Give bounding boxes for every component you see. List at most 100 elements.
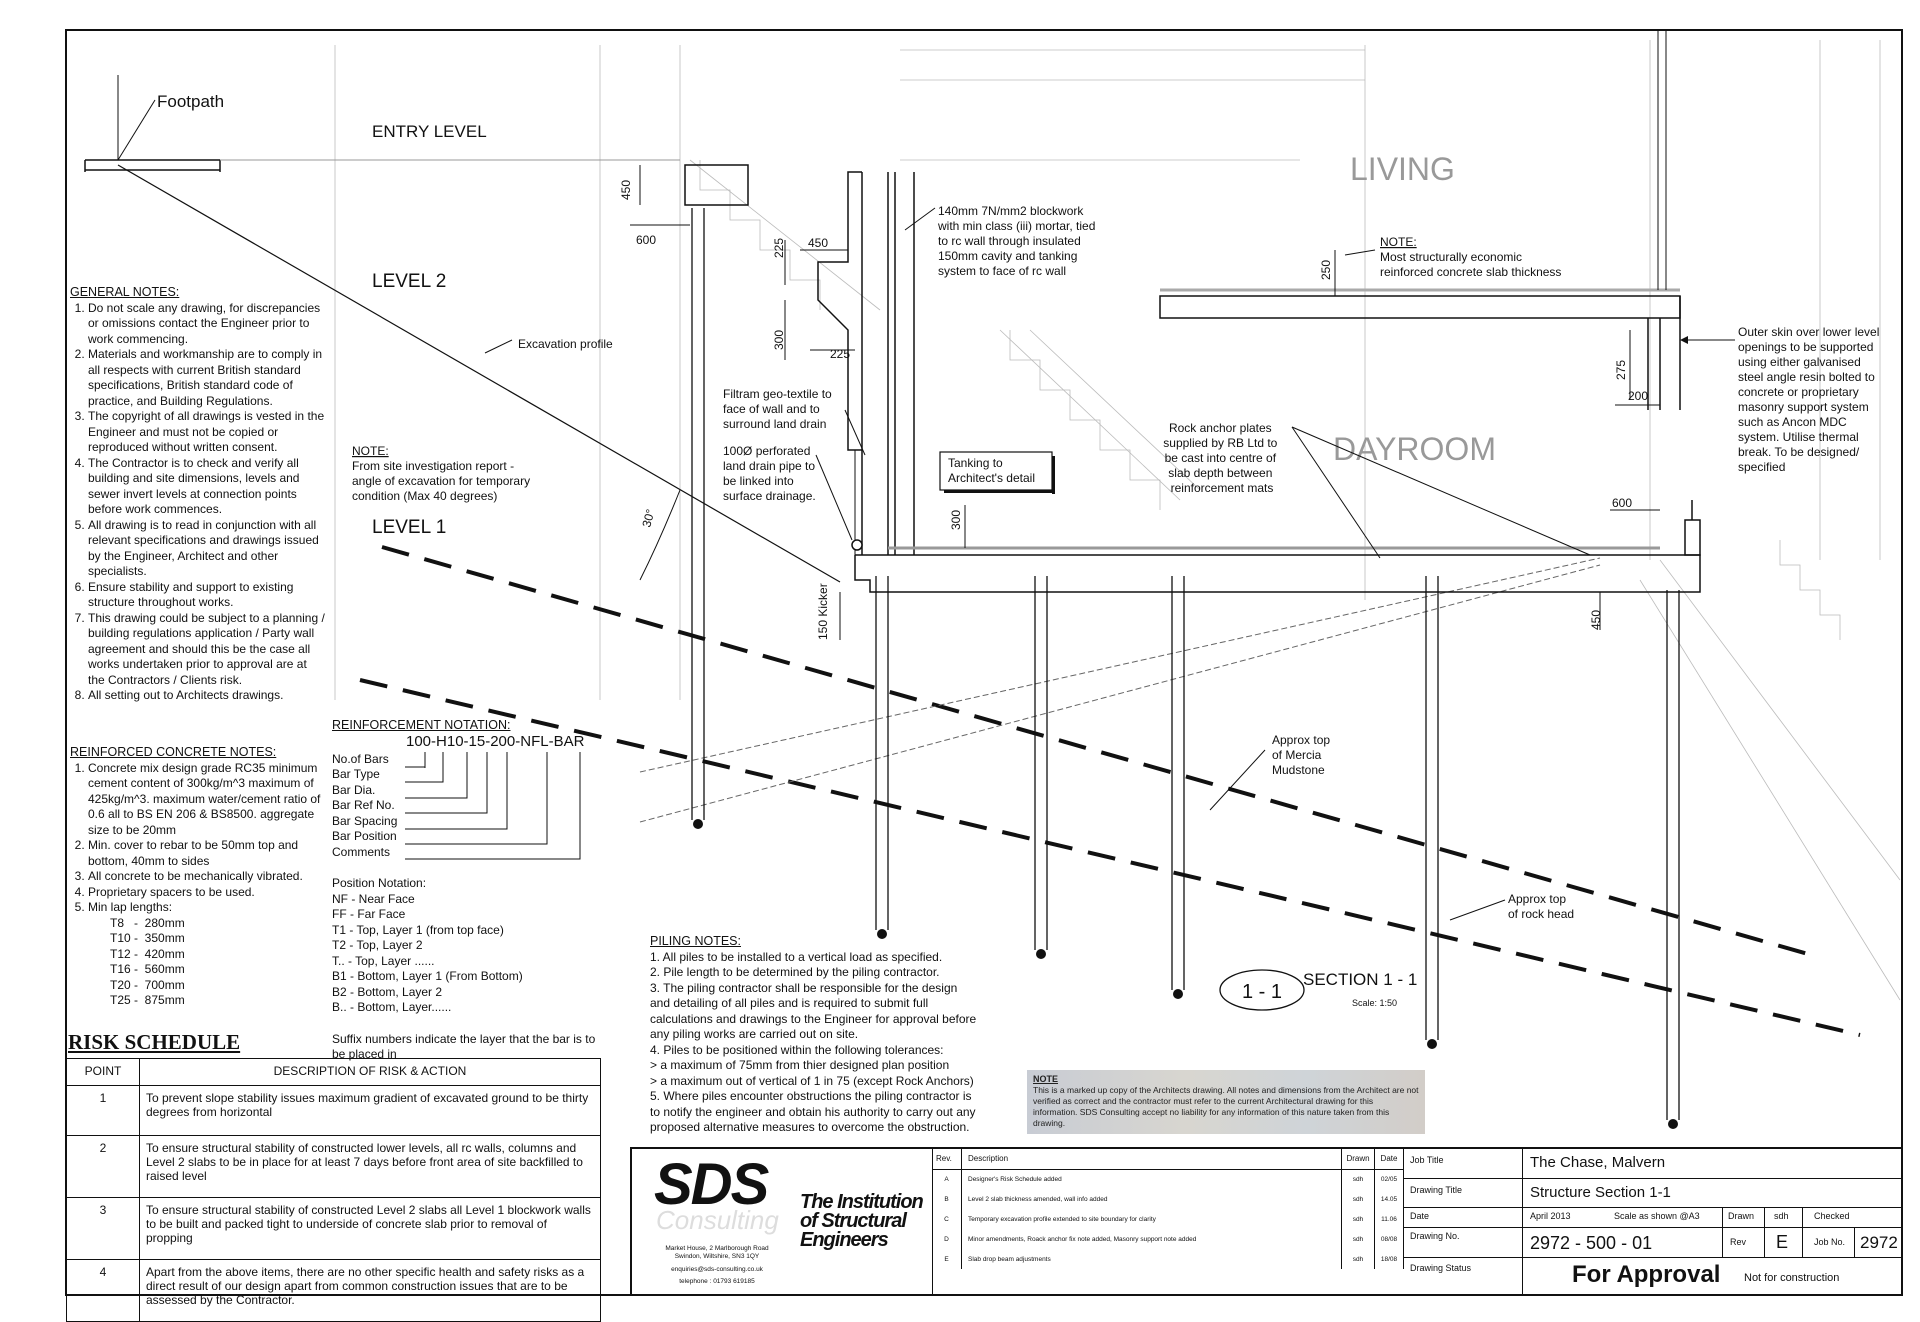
lap-length: T10 - 350mm bbox=[110, 931, 185, 945]
general-notes-title: GENERAL NOTES: bbox=[70, 285, 180, 299]
dayroom-label: DAYROOM bbox=[1333, 431, 1496, 467]
piling-notes: PILING NOTES: 1. All piles to be install… bbox=[650, 934, 1020, 1136]
position-item: NF - Near Face bbox=[332, 891, 415, 906]
general-note-item: All drawing is to read in conjunction wi… bbox=[88, 518, 325, 580]
dim-600-right: 600 bbox=[1612, 496, 1632, 510]
general-note-item: Materials and workmanship are to comply … bbox=[88, 347, 325, 409]
desc-header: Description bbox=[961, 1149, 1342, 1170]
status-label: Drawing Status bbox=[1410, 1263, 1472, 1273]
lap-length: T16 - 560mm bbox=[110, 962, 185, 976]
position-item: B1 - Bottom, Layer 1 (From Bottom) bbox=[332, 969, 523, 983]
job-title-label: Job Title bbox=[1410, 1155, 1444, 1165]
risk-row: 2 To ensure structural stability of cons… bbox=[66, 1135, 601, 1198]
tanking-note: Tanking to Architect's detail bbox=[948, 456, 1035, 485]
risk-header-description: DESCRIPTION OF RISK & ACTION bbox=[139, 1058, 601, 1086]
piling-line: 1. All piles to be installed to a vertic… bbox=[650, 949, 943, 964]
general-note-item: The copyright of all drawings is vested … bbox=[88, 409, 325, 456]
mercia-mudstone-line bbox=[359, 678, 1861, 1037]
revision-table: Rev. Description Drawn Date A Designer's… bbox=[932, 1149, 1404, 1269]
filtram-note: Filtram geo-textile to face of wall and … bbox=[723, 387, 835, 431]
istructe-logo: The Institution of Structural Engineers bbox=[800, 1191, 924, 1251]
risk-point: 4 bbox=[66, 1259, 140, 1322]
excavation-profile-line bbox=[117, 164, 841, 583]
date-label: Date bbox=[1410, 1211, 1430, 1221]
dim-300-b: 300 bbox=[949, 510, 963, 530]
rc-notes-title: REINFORCED CONCRETE NOTES: bbox=[70, 745, 277, 759]
drawing-status: For Approval bbox=[1572, 1261, 1721, 1288]
rev-label: Rev bbox=[1730, 1237, 1747, 1247]
footpath-label: Footpath bbox=[157, 92, 224, 111]
section-mark: 1 - 1 bbox=[1242, 981, 1282, 1003]
rock-head-label: Approx top of rock head bbox=[1508, 892, 1574, 921]
rc-note-item: All concrete to be mechanically vibrated… bbox=[88, 869, 325, 885]
sds-logo: SDS bbox=[654, 1152, 769, 1217]
dim-225-a: 225 bbox=[772, 238, 786, 258]
risk-text: Apart from the above items, there are no… bbox=[139, 1259, 601, 1322]
general-note-item: Ensure stability and support to existing… bbox=[88, 580, 325, 611]
risk-text: To ensure structural stability of constr… bbox=[139, 1135, 601, 1198]
risk-point: 1 bbox=[66, 1085, 140, 1136]
piling-line: 5. Where piles encounter obstructions th… bbox=[650, 1089, 972, 1103]
rev-value: E bbox=[1776, 1232, 1789, 1252]
notation-part: Bar Spacing bbox=[332, 813, 398, 828]
notation-part: Bar Type bbox=[332, 767, 380, 781]
piling-line: > a maximum of 75mm from thier designed … bbox=[650, 1058, 950, 1072]
piling-line: any piling works are carried out on site… bbox=[650, 1027, 859, 1041]
drawn-header: Drawn bbox=[1341, 1149, 1375, 1170]
scale-value: Scale as shown @A3 bbox=[1614, 1211, 1700, 1221]
job-no-label: Job No. bbox=[1814, 1237, 1846, 1247]
land-drain-pipe bbox=[851, 539, 863, 551]
lap-length: T20 - 700mm bbox=[110, 977, 185, 992]
dim-450-b: 450 bbox=[808, 236, 828, 250]
section-mark-bubble bbox=[1219, 969, 1305, 1011]
disclaimer-title: NOTE bbox=[1033, 1074, 1059, 1084]
blockwork-note: 140mm 7N/mm2 blockwork with min class (i… bbox=[937, 204, 1099, 278]
reinforcement-notation: REINFORCEMENT NOTATION: 100-H10-15-200-N… bbox=[332, 718, 612, 1063]
living-room-label: LIVING bbox=[1350, 151, 1455, 187]
position-notation-title: Position Notation: bbox=[332, 876, 427, 890]
notation-part: No.of Bars bbox=[332, 751, 389, 766]
job-no: 2972 bbox=[1860, 1233, 1898, 1252]
suffix-note: Suffix numbers indicate the layer that t… bbox=[332, 1031, 596, 1062]
disclaimer-text: This is a marked up copy of the Architec… bbox=[1033, 1085, 1419, 1128]
rc-note-item: Min. cover to rebar to be 50mm top and b… bbox=[88, 838, 325, 869]
rock-anchor-line-upper bbox=[639, 557, 1601, 773]
position-item: T1 - Top, Layer 1 (from top face) bbox=[332, 922, 504, 937]
retaining-wall bbox=[684, 164, 915, 555]
general-note-item: Do not scale any drawing, for discrepanc… bbox=[88, 301, 325, 348]
revision-row: E Slab drop beam adjustments sdh 18/08 bbox=[932, 1249, 1404, 1269]
position-item: T.. - Top, Layer ...... bbox=[332, 953, 435, 968]
entry-level-label: ENTRY LEVEL bbox=[372, 122, 487, 141]
status-sub: Not for construction bbox=[1744, 1272, 1840, 1284]
piling-line: 3. The piling contractor shall be respon… bbox=[650, 980, 958, 995]
reinforcement-leaders bbox=[405, 752, 581, 860]
rc-notes: REINFORCED CONCRETE NOTES: Concrete mix … bbox=[70, 745, 325, 1009]
kicker-label: 150 Kicker bbox=[816, 583, 830, 640]
drawing-title-label: Drawing Title bbox=[1410, 1185, 1463, 1195]
dim-600-top: 600 bbox=[636, 233, 656, 247]
risk-schedule-title: RISK SCHEDULE bbox=[68, 1030, 241, 1054]
level-2-slab bbox=[1159, 30, 1681, 410]
general-notes: GENERAL NOTES: Do not scale any drawing,… bbox=[70, 285, 325, 704]
risk-row: 4 Apart from the above items, there are … bbox=[66, 1259, 601, 1322]
drawing-no: 2972 - 500 - 01 bbox=[1530, 1233, 1653, 1253]
risk-point: 2 bbox=[66, 1135, 140, 1198]
section-scale: Scale: 1:50 bbox=[1352, 998, 1397, 1008]
piling-line: proposed alternative measures to overcom… bbox=[650, 1120, 970, 1134]
general-note-item: The Contractor is to check and verify al… bbox=[88, 456, 325, 518]
architect-background-linework bbox=[334, 40, 1901, 1001]
company-logo-area: SDS Consulting Market House, 2 Marlborou… bbox=[632, 1149, 933, 1295]
level-2-label: LEVEL 2 bbox=[372, 271, 446, 292]
risk-text: To ensure structural stability of constr… bbox=[139, 1197, 601, 1260]
angle-label: 30° bbox=[639, 507, 657, 528]
piling-line: > a maximum out of vertical of 1 in 75 (… bbox=[650, 1073, 974, 1088]
excavation-profile-label: Excavation profile bbox=[518, 337, 613, 351]
rc-note-item: Concrete mix design grade RC35 minimum c… bbox=[88, 761, 325, 839]
dim-250: 250 bbox=[1319, 260, 1333, 280]
drawing-no-label: Drawing No. bbox=[1410, 1231, 1460, 1241]
revision-row: C Temporary excavation profile extended … bbox=[932, 1209, 1404, 1229]
rock-anchor-note: Rock anchor plates supplied by RB Ltd to… bbox=[1163, 421, 1280, 495]
drawn-label: Drawn bbox=[1728, 1211, 1755, 1221]
position-item: B.. - Bottom, Layer...... bbox=[332, 1000, 452, 1014]
notation-part: Bar Dia. bbox=[332, 782, 376, 797]
